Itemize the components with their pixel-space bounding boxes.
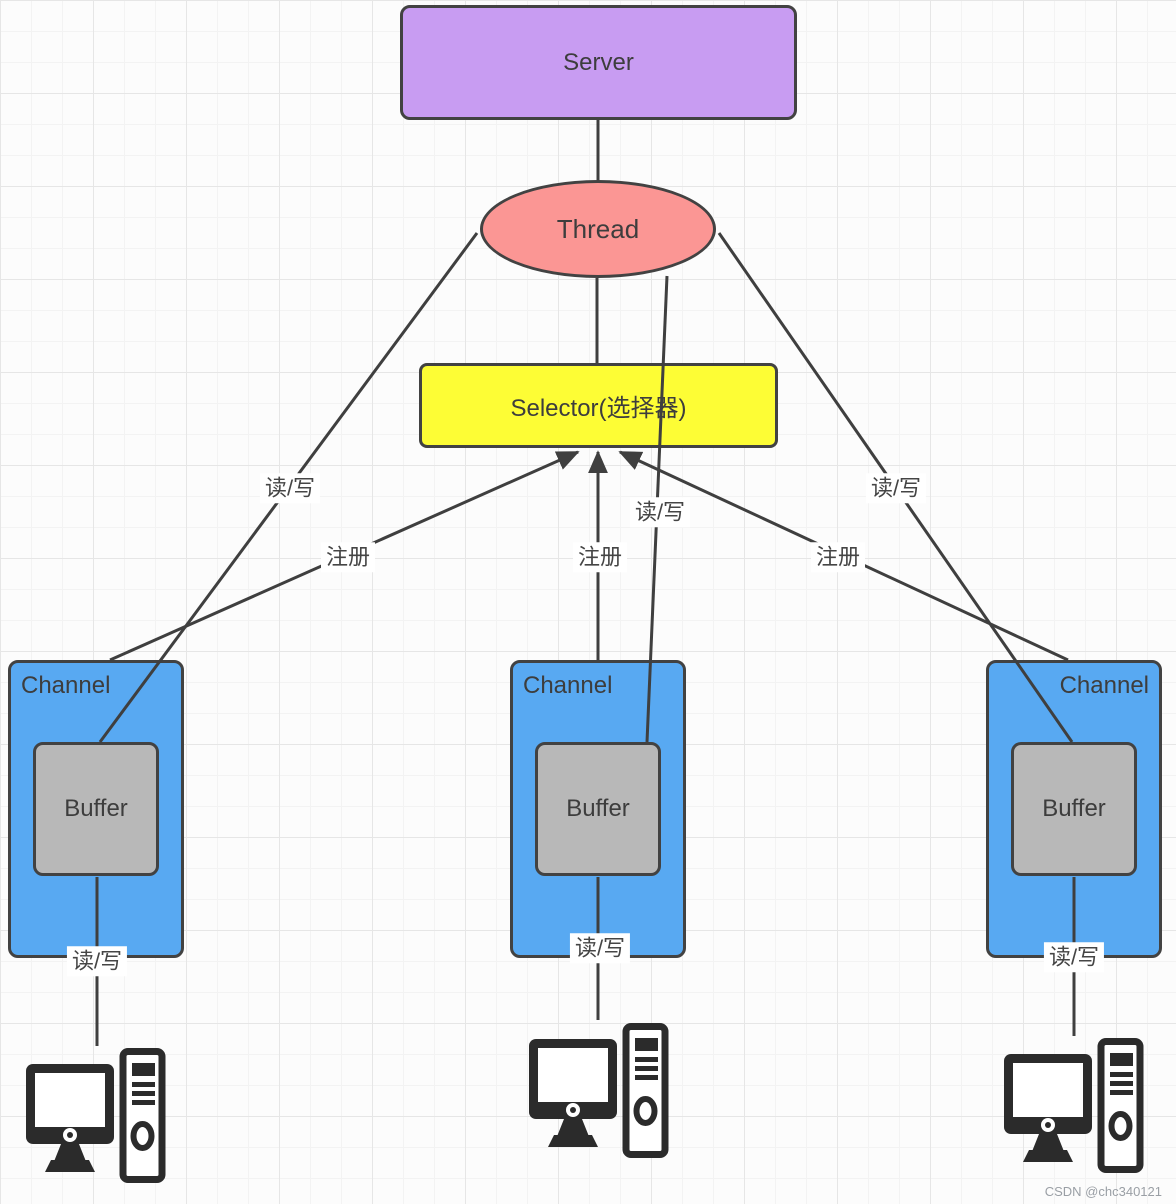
buffer-node: Buffer <box>535 742 661 876</box>
channel-label: Channel <box>21 672 111 699</box>
edge-label-read-write: 读/写 <box>259 473 321 503</box>
server-node: Server <box>400 5 797 120</box>
channel-node-right: Channel Buffer <box>986 660 1162 958</box>
buffer-node: Buffer <box>1011 742 1137 876</box>
buffer-label: Buffer <box>1042 795 1106 822</box>
client-computer-icon-middle <box>529 1027 665 1155</box>
client-computer-icon-left <box>26 1052 162 1180</box>
buffer-node: Buffer <box>33 742 159 876</box>
client-computer-icon-right <box>1004 1042 1140 1170</box>
edge-label-register: 注册 <box>572 542 628 572</box>
thread-label: Thread <box>556 213 640 244</box>
channel-label: Channel <box>523 672 613 699</box>
channel-label: Channel <box>1059 672 1149 699</box>
edge-label-read-write: 读/写 <box>1043 942 1105 972</box>
selector-label: Selector(选择器) <box>510 395 687 422</box>
edge-label-read-write: 读/写 <box>569 933 631 963</box>
edge-label-read-write: 读/写 <box>865 473 927 503</box>
channel-node-left: Channel Buffer <box>8 660 184 958</box>
thread-node: Thread <box>480 180 716 278</box>
server-label: Server <box>563 48 634 76</box>
edge-label-read-write: 读/写 <box>629 497 691 527</box>
selector-node: Selector(选择器) <box>419 363 778 448</box>
channel-node-middle: Channel Buffer <box>510 660 686 958</box>
buffer-label: Buffer <box>566 795 630 822</box>
watermark: CSDN @chc340121 <box>1044 1184 1162 1199</box>
edge-label-register: 注册 <box>320 542 376 572</box>
edge-label-register: 注册 <box>810 542 866 572</box>
buffer-label: Buffer <box>64 795 128 822</box>
edge-label-read-write: 读/写 <box>66 946 128 976</box>
